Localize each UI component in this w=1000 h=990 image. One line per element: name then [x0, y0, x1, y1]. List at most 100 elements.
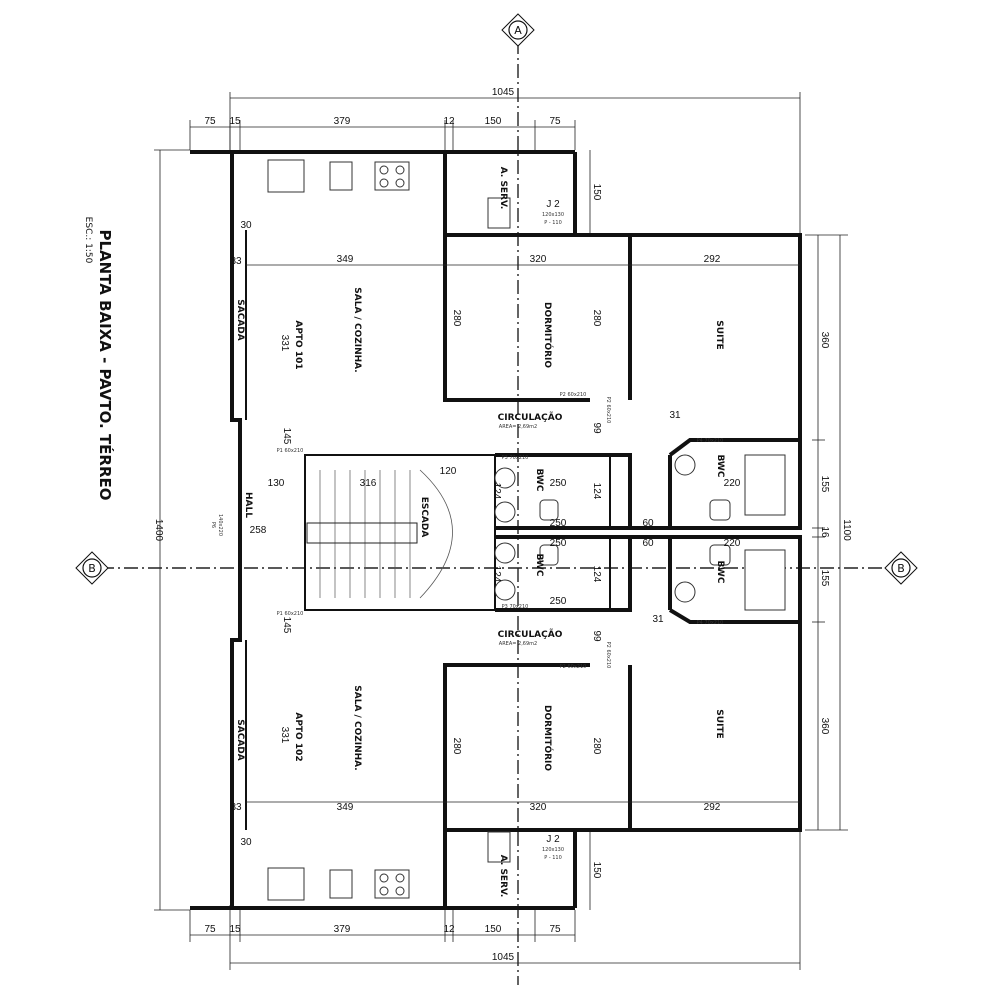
label-a-serv-1: A. SERV. [498, 167, 508, 209]
label-p2-a: P2 60x210 [560, 392, 587, 398]
dim-316: 316 [360, 478, 377, 489]
label-p3-b: P3 70x210 [502, 604, 529, 610]
axis-b-left-marker: B [75, 551, 109, 585]
dim-130: 130 [268, 478, 285, 489]
label-bwc-2: BWC [534, 554, 544, 577]
label-sacada-2: SACADA [235, 719, 245, 760]
label-j2-a-size: 120x130 [542, 212, 564, 218]
dim-top-15a: 15 [229, 116, 241, 127]
label-p2-d: P2 60x210 [605, 642, 611, 669]
label-p6-size: 140x220 [217, 514, 223, 536]
label-p2-c: P2 60x210 [605, 397, 611, 424]
axis-b-left-label: B [88, 562, 96, 575]
label-area-circ-1: AREA= 2,69m2 [499, 424, 537, 430]
interior-dimensions: 349 349 320 320 292 292 280 280 280 280 … [230, 220, 800, 848]
label-bwc-4: BWC [715, 561, 725, 584]
axis-b-right-marker: B [884, 551, 918, 585]
dim-left-1400: 1400 [153, 519, 164, 542]
label-p3-a: P3 70x210 [502, 455, 529, 461]
dim-124b: 124 [591, 483, 602, 500]
label-sacada-1: SACADA [235, 299, 245, 340]
label-p6: P6 [210, 522, 216, 528]
label-a-serv-2: A. SERV. [498, 855, 508, 897]
dim-145a: 145 [281, 428, 292, 445]
dim-bot-total: 1045 [492, 952, 515, 963]
label-p1-b: P1 60x210 [277, 611, 304, 617]
dim-r16: 16 [819, 526, 830, 538]
label-circulacao-1: CIRCULAÇÃO [498, 412, 563, 423]
label-j2-b-p: P - 110 [544, 855, 562, 861]
label-p1-a: P1 60x210 [277, 448, 304, 454]
label-bwc-1: BWC [534, 469, 544, 492]
dim-top-379: 379 [334, 116, 351, 127]
dim-250b: 250 [550, 518, 567, 529]
dim-33b: 33 [230, 802, 242, 813]
dim-120: 120 [440, 466, 457, 477]
label-hall: HALL [243, 492, 253, 518]
dim-r150b: 150 [591, 862, 602, 879]
dim-250a: 250 [550, 478, 567, 489]
dim-124d: 124 [591, 566, 602, 583]
dim-r360a: 360 [819, 332, 830, 349]
dim-280d: 280 [591, 738, 602, 755]
label-p4-a: P4 70x210 [697, 438, 724, 444]
dimensions-top: 1045 75 15 379 12 150 75 [189, 87, 801, 235]
drawing-scale: ESC.: 1:50 [83, 217, 93, 264]
dim-280c: 280 [451, 738, 462, 755]
dim-33a: 33 [230, 256, 242, 267]
label-sala-cozinha-1: SALA / COZINHA. [352, 287, 362, 372]
dim-99a: 99 [591, 422, 602, 434]
label-suite-1: SUITE [714, 320, 724, 349]
dim-30b: 30 [240, 837, 252, 848]
dim-31a: 31 [669, 410, 681, 421]
dimensions-bottom: 1045 75 15 379 12 150 75 [189, 830, 801, 970]
label-j2-a-p: P - 110 [544, 220, 562, 226]
dim-349a: 349 [337, 254, 354, 265]
label-apto-101: APTO 101 [293, 320, 303, 369]
label-bwc-3: BWC [715, 455, 725, 478]
dim-top-12: 12 [443, 116, 455, 127]
label-j2-b: J 2 [546, 834, 560, 845]
dim-top-75b: 75 [549, 116, 561, 127]
dim-r150a: 150 [591, 184, 602, 201]
axis-a-marker: A [501, 13, 535, 47]
label-area-circ-2: AREA= 2,69m2 [499, 641, 537, 647]
dim-bot-150: 150 [485, 924, 502, 935]
dim-60a: 60 [642, 518, 654, 529]
dim-30a: 30 [240, 220, 252, 231]
drawing-title: PLANTA BAIXA - PAVTO. TÉRREO [96, 229, 115, 500]
label-suite-2: SUITE [714, 709, 724, 738]
dim-292b: 292 [704, 802, 721, 813]
dim-145b: 145 [281, 617, 292, 634]
dim-292a: 292 [704, 254, 721, 265]
dim-124c: 124 [491, 566, 502, 583]
dim-320a: 320 [530, 254, 547, 265]
dim-top-150: 150 [485, 116, 502, 127]
label-p4-b: P4 70x210 [697, 620, 724, 626]
dim-280b: 280 [591, 310, 602, 327]
dim-280a: 280 [451, 310, 462, 327]
label-escada: ESCADA [419, 497, 429, 538]
label-j2-b-size: 120x130 [542, 847, 564, 853]
axis-a-label: A [514, 24, 522, 37]
label-sala-cozinha-2: SALA / COZINHA. [352, 685, 362, 770]
dim-31b: 31 [652, 614, 664, 625]
label-dormitorio-2: DORMITÓRIO [542, 705, 554, 771]
label-apto-102: APTO 102 [293, 712, 303, 761]
dim-r155a: 155 [819, 476, 830, 493]
dim-60b: 60 [642, 538, 654, 549]
dimensions-sides: 1400 1100 360 155 16 155 360 150 150 [153, 149, 852, 911]
label-circulacao-2: CIRCULAÇÃO [498, 629, 563, 640]
dim-220a: 220 [724, 478, 741, 489]
label-j2-a: J 2 [546, 199, 560, 210]
dim-250d: 250 [550, 596, 567, 607]
fixtures [267, 159, 786, 901]
label-p2-b: P2 60x210 [560, 664, 587, 670]
dim-99b: 99 [591, 630, 602, 642]
dim-331b: 331 [279, 727, 290, 744]
label-dormitorio-1: DORMITÓRIO [542, 302, 554, 368]
dim-220b: 220 [724, 538, 741, 549]
dim-r155b: 155 [819, 570, 830, 587]
